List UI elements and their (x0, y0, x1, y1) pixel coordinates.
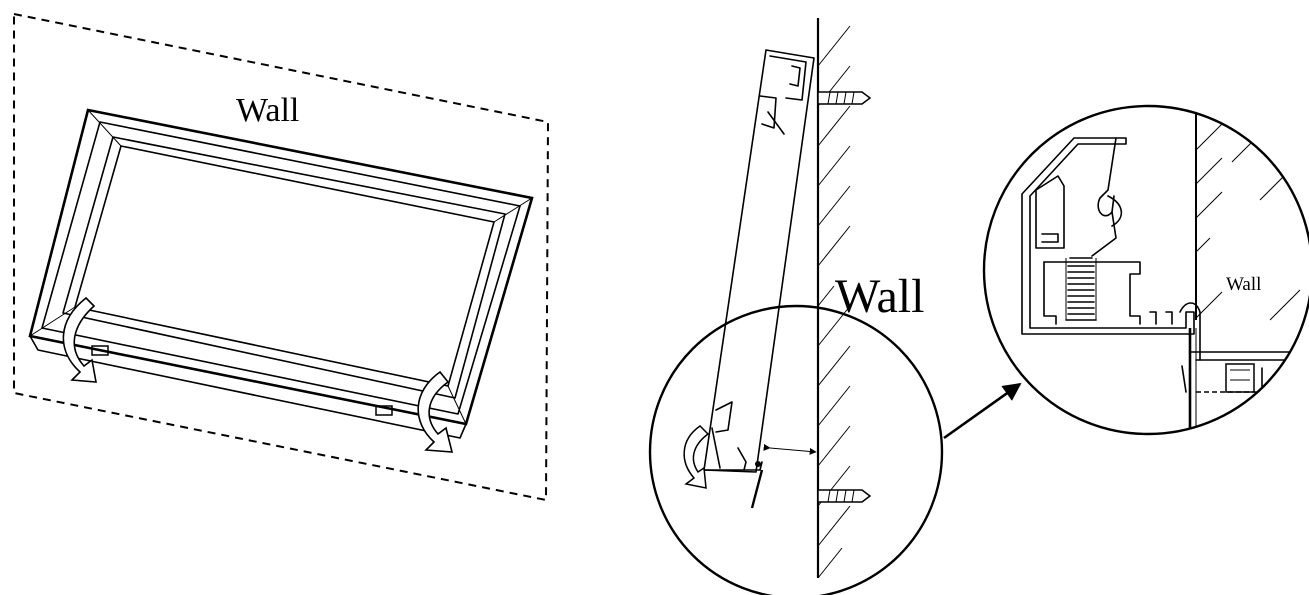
detail-pointer-arrow (943, 382, 1022, 440)
gap-dimension-arrow (763, 443, 817, 455)
wall-outline (13, 12, 550, 502)
detail-view: Wall (982, 104, 1309, 436)
rotate-arrow-side-icon (683, 425, 710, 489)
magnify-circle (648, 304, 944, 595)
panel-view-wall-label: Wall (236, 92, 299, 129)
side-view-wall-label: Wall (835, 270, 924, 323)
spring (1065, 257, 1097, 321)
tilted-panel (703, 49, 815, 473)
panel-view: Wall (13, 12, 550, 502)
rotate-arrow-left-icon (62, 296, 97, 383)
detail-circle (982, 104, 1309, 436)
screw-bottom-icon (817, 489, 872, 503)
foot-right (375, 405, 393, 416)
side-view: Wall (648, 18, 1022, 595)
detail-view-wall-label: Wall (1226, 274, 1261, 295)
screw-top-icon (817, 91, 872, 105)
rotate-arrow-right-icon (417, 370, 454, 453)
display-panel (28, 108, 534, 439)
frame-profile (1021, 137, 1195, 335)
foot-left (91, 345, 109, 356)
